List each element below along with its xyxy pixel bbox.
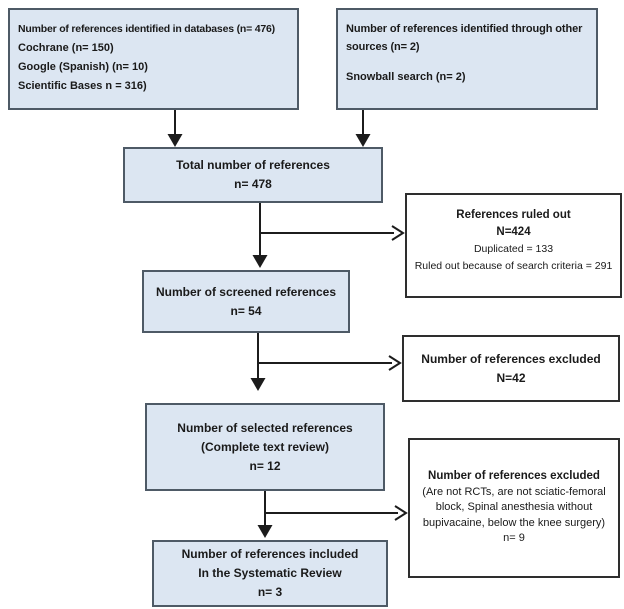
screened-references-label: Number of screened references xyxy=(155,284,337,299)
identified-databases-item-google: Google (Spanish) (n= 10) xyxy=(18,61,148,73)
selected-references-count: n= 12 xyxy=(249,458,281,473)
identified-databases-item-cochrane: Cochrane (n= 150) xyxy=(18,42,114,54)
identified-databases-title: Number of references identified in datab… xyxy=(18,23,275,35)
included-references-label: Number of references included xyxy=(181,547,359,561)
selected-references-subtitle: (Complete text review) xyxy=(200,439,330,454)
box-screened-references: Number of screened references n= 54 xyxy=(142,270,350,333)
arrowhead-down-screened xyxy=(252,255,268,268)
identified-other-item-snowball: Snowball search (n= 2) xyxy=(346,71,466,83)
box-references-ruled-out: References ruled out N=424 Duplicated = … xyxy=(405,193,622,298)
box-included-references: Number of references included In the Sys… xyxy=(152,540,388,607)
box-references-excluded-42: Number of references excluded N=42 xyxy=(402,335,620,402)
excluded-42-label: Number of references excluded xyxy=(421,351,601,366)
arrowhead-right-ruled-out xyxy=(391,225,405,241)
ruled-out-duplicated: Duplicated = 133 xyxy=(473,243,554,255)
box-selected-references: Number of selected references (Complete … xyxy=(145,403,385,491)
excluded-42-count: N=42 xyxy=(496,370,526,385)
ruled-out-label: References ruled out xyxy=(456,209,571,221)
arrowhead-down-included xyxy=(257,525,273,538)
arrowhead-down-selected xyxy=(250,378,266,391)
box-total-references: Total number of references n= 478 xyxy=(123,147,383,203)
ruled-out-count: N=424 xyxy=(496,226,531,238)
arrowhead-right-excluded-9 xyxy=(394,505,408,521)
identified-databases-item-scientific-bases: Scientific Bases n = 316) xyxy=(18,80,147,92)
screened-references-count: n= 54 xyxy=(230,303,262,318)
arrowhead-down-total-right xyxy=(355,134,371,147)
selected-references-label: Number of selected references xyxy=(177,420,353,435)
excluded-9-reasons: (Are not RCTs, are not sciatic-femoral b… xyxy=(422,485,606,529)
included-references-count: n= 3 xyxy=(257,585,283,599)
identified-other-title-line2: sources (n= 2) xyxy=(346,41,420,53)
excluded-9-label: Number of references excluded xyxy=(428,470,600,483)
total-references-count: n= 478 xyxy=(234,177,272,191)
identified-other-title-line1: Number of references identified through … xyxy=(346,23,583,35)
excluded-9-count: n= 9 xyxy=(503,532,525,545)
arrowhead-down-total-left xyxy=(167,134,183,147)
total-references-label: Total number of references xyxy=(176,158,330,172)
box-identified-databases: Number of references identified in datab… xyxy=(8,8,299,110)
ruled-out-search-criteria: Ruled out because of search criteria = 2… xyxy=(414,260,613,272)
arrowhead-right-excluded-42 xyxy=(388,355,402,371)
box-references-excluded-9: Number of references excluded (Are not R… xyxy=(408,438,620,578)
included-references-subtitle: In the Systematic Review xyxy=(198,566,342,580)
box-identified-other-sources: Number of references identified through … xyxy=(336,8,598,110)
